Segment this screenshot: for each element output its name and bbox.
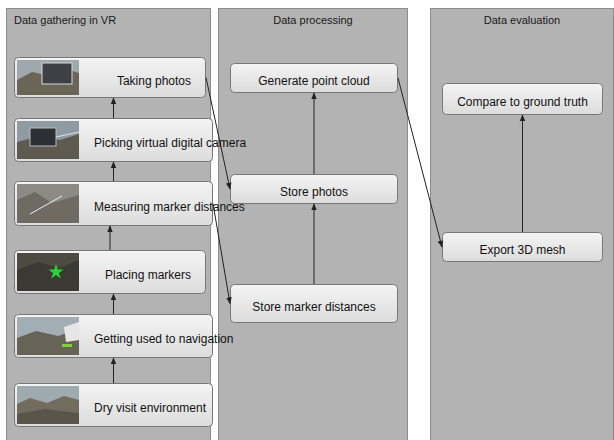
thumb-foreground xyxy=(17,409,79,424)
panel-heading: Data processing xyxy=(218,8,408,27)
box-fill xyxy=(15,119,213,162)
box-fill xyxy=(231,285,398,323)
box-label: Compare to ground truth xyxy=(449,89,596,109)
stage-panel: Data processingGenerate point cloudStore… xyxy=(218,8,408,440)
navigation-thumbnail xyxy=(17,317,79,355)
process-box: Placing markers xyxy=(14,250,206,294)
marker-star xyxy=(49,264,64,279)
terrain-thumbnail xyxy=(17,184,79,223)
marker-thumbnail xyxy=(17,253,79,291)
thumb-terrain xyxy=(17,184,79,223)
box-label: Picking virtual digital camera xyxy=(86,130,206,150)
thumb-sky xyxy=(17,121,79,159)
flow-arrow xyxy=(213,204,230,304)
box-fill xyxy=(231,175,398,204)
thumb-sky xyxy=(17,317,79,355)
box-fill xyxy=(15,251,206,294)
box-label: Generate point cloud xyxy=(250,68,377,88)
panel-fill xyxy=(431,9,614,440)
flow-arrow xyxy=(113,294,114,314)
panel-heading: Data evaluation xyxy=(430,8,614,27)
box-fill xyxy=(231,64,398,93)
thumb-sky xyxy=(17,386,79,424)
box-label: Measuring marker distances xyxy=(86,194,206,214)
box-label: Store photos xyxy=(272,179,356,199)
environment-thumbnail xyxy=(17,386,79,424)
thumb-sky xyxy=(17,60,79,95)
box-label: Store marker distances xyxy=(244,294,383,314)
box-label: Getting used to navigation xyxy=(86,326,206,346)
flow-arrow xyxy=(314,204,315,284)
flow-arrow xyxy=(113,162,114,181)
process-box: Generate point cloud xyxy=(230,63,398,93)
flow-arrow xyxy=(314,93,315,174)
flow-arrow xyxy=(206,78,230,190)
box-label: Placing markers xyxy=(97,262,199,282)
process-box: Export 3D mesh xyxy=(442,232,603,262)
box-label: Taking photos xyxy=(109,68,199,88)
flow-arrow xyxy=(113,358,114,383)
stage-panel: Data gathering in VR Taking photosPicking… xyxy=(6,8,211,440)
box-label: Dry visit environment xyxy=(86,395,206,415)
box-fill xyxy=(443,84,603,115)
process-box: Measuring marker distances xyxy=(14,181,213,226)
thumb-ridge xyxy=(17,192,79,223)
thumb-ray xyxy=(56,132,79,137)
process-box: Store marker distances xyxy=(230,284,398,323)
process-box: Compare to ground truth xyxy=(442,83,603,115)
thumb-terrain xyxy=(17,253,79,291)
box-label: Export 3D mesh xyxy=(471,237,573,257)
box-fill xyxy=(15,58,206,98)
box-fill xyxy=(15,182,213,226)
process-box: Getting used to navigation xyxy=(14,314,213,358)
box-fill xyxy=(15,384,213,427)
thumb-indicator xyxy=(62,344,72,347)
box-fill xyxy=(443,233,603,262)
thumb-camera-view xyxy=(42,63,72,84)
flow-arrow xyxy=(113,98,114,118)
flow-arrow xyxy=(398,78,442,247)
panel-fill xyxy=(219,9,408,440)
thumb-camera xyxy=(30,128,56,146)
flow-arrow xyxy=(110,226,111,250)
process-box: Store photos xyxy=(230,174,398,204)
process-box: Picking virtual digital camera xyxy=(14,118,213,162)
stage-panel: Data evaluationCompare to ground truthEx… xyxy=(430,8,614,440)
thumb-ridge xyxy=(17,260,79,291)
camera-thumbnail xyxy=(17,121,79,159)
panel-heading: Data gathering in VR xyxy=(6,8,211,27)
box-fill xyxy=(15,315,213,358)
process-box: Dry visit environment xyxy=(14,383,213,427)
flow-arrow xyxy=(522,115,523,232)
process-box: Taking photos xyxy=(14,57,206,98)
photo-thumbnail xyxy=(17,60,79,95)
thumb-ground xyxy=(17,396,79,424)
thumb-panel xyxy=(64,322,79,342)
thumb-measure-line xyxy=(30,196,62,214)
